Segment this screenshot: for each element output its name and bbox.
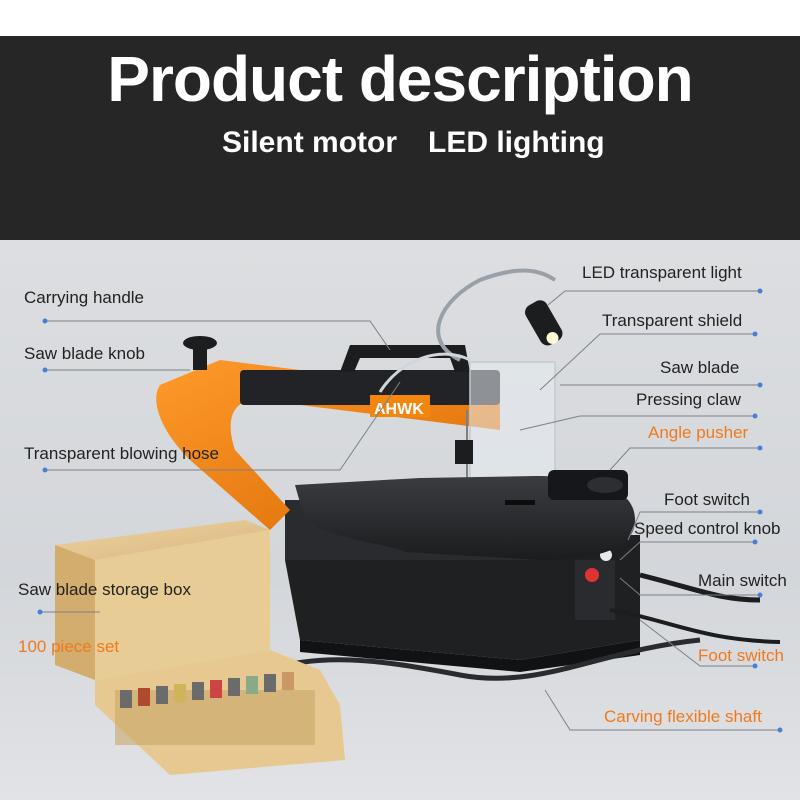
- lamp-gooseneck: [436, 268, 557, 362]
- led-lamp-head: [525, 300, 563, 346]
- label-foot-switch-upper: Foot switch: [664, 490, 750, 509]
- label-carving-flexible-shaft: Carving flexible shaft: [604, 707, 762, 726]
- label-transparent-shield: Transparent shield: [602, 311, 743, 330]
- pressing-claw-shape: [455, 440, 473, 464]
- label-100-piece-set: 100 piece set: [18, 637, 120, 656]
- label-saw-blade: Saw blade: [660, 358, 740, 377]
- leader-lines: [40, 290, 780, 731]
- saw-arm: AHWK: [156, 360, 500, 530]
- carving-flexible-shaft-shape: [249, 637, 701, 681]
- carrying-handle-shape: [340, 345, 470, 372]
- subtitle-silent-motor: Silent motor: [222, 126, 398, 159]
- label-led-transparent-light: LED transparent light: [582, 263, 742, 282]
- label-foot-switch-lower: Foot switch: [698, 646, 784, 665]
- top-white-strip: [0, 0, 800, 36]
- saw-blade-knob-shape: [183, 336, 217, 370]
- saw-blade-storage-box-shape: [55, 520, 345, 775]
- power-cord: [639, 572, 761, 603]
- foot-switch-cord: [609, 608, 781, 644]
- brand-logo-text: AHWK: [374, 401, 424, 418]
- blowing-hose: [378, 352, 471, 393]
- page-title: Product description: [107, 43, 694, 115]
- label-saw-blade-storage-box: Saw blade storage box: [18, 580, 191, 599]
- label-speed-control-knob: Speed control knob: [634, 519, 781, 538]
- leader-dots: [37, 288, 783, 733]
- label-saw-blade-knob: Saw blade knob: [24, 344, 145, 363]
- transparent-shield-shape: [469, 361, 556, 483]
- label-main-switch: Main switch: [698, 571, 787, 590]
- angle-pusher-shape: [548, 470, 628, 500]
- label-pressing-claw: Pressing claw: [636, 390, 741, 409]
- label-angle-pusher: Angle pusher: [648, 423, 749, 442]
- label-transparent-blowing-hose: Transparent blowing hose: [24, 444, 219, 463]
- label-carrying-handle: Carrying handle: [24, 288, 145, 307]
- subtitle-led-lighting: LED lighting: [428, 126, 605, 159]
- header-banner: [0, 36, 800, 240]
- accessory-bits: [120, 672, 294, 708]
